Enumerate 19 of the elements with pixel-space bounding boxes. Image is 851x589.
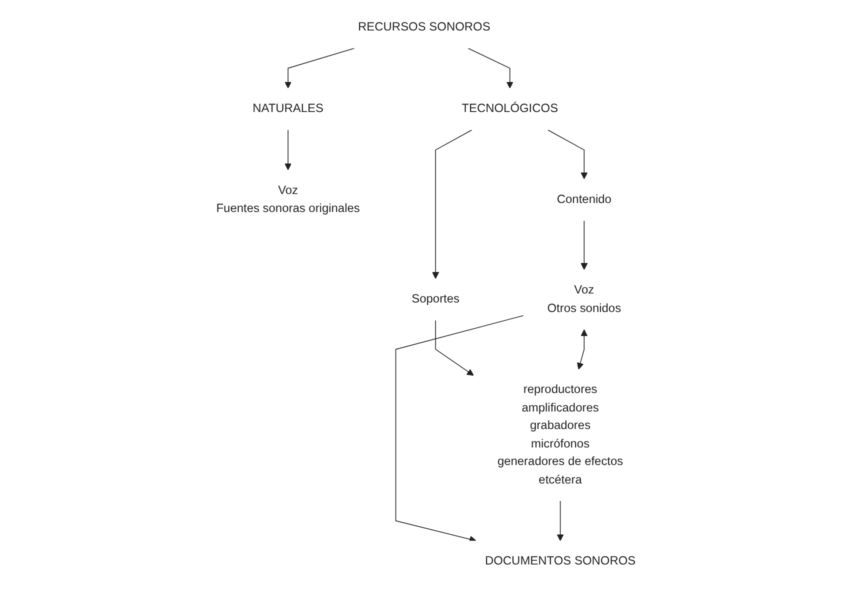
arrow — [556, 500, 564, 542]
node-text: Soportes — [411, 292, 460, 306]
node-text: reproductores amplificadores grabadores micrófonos generadores de efectos etcétera — [497, 382, 623, 486]
arrow — [467, 48, 513, 88]
arrow — [580, 220, 588, 270]
node-text: Contenido — [556, 192, 611, 206]
arrow — [284, 48, 354, 88]
node-text: TECNOLÓGICOS — [461, 102, 558, 116]
arrow — [576, 329, 588, 370]
arrow — [394, 315, 524, 543]
arrow — [284, 130, 292, 170]
node-text: DOCUMENTOS SONOROS — [484, 554, 636, 568]
node-text: NATURALES — [252, 102, 324, 116]
node-text: Voz Fuentes sonoras originales — [216, 183, 360, 215]
node-text: RECURSOS SONOROS — [358, 20, 490, 34]
node-text: Voz Otros sonidos — [546, 283, 621, 315]
arrow — [432, 130, 472, 279]
arrow — [434, 320, 474, 376]
arrow — [547, 130, 588, 180]
